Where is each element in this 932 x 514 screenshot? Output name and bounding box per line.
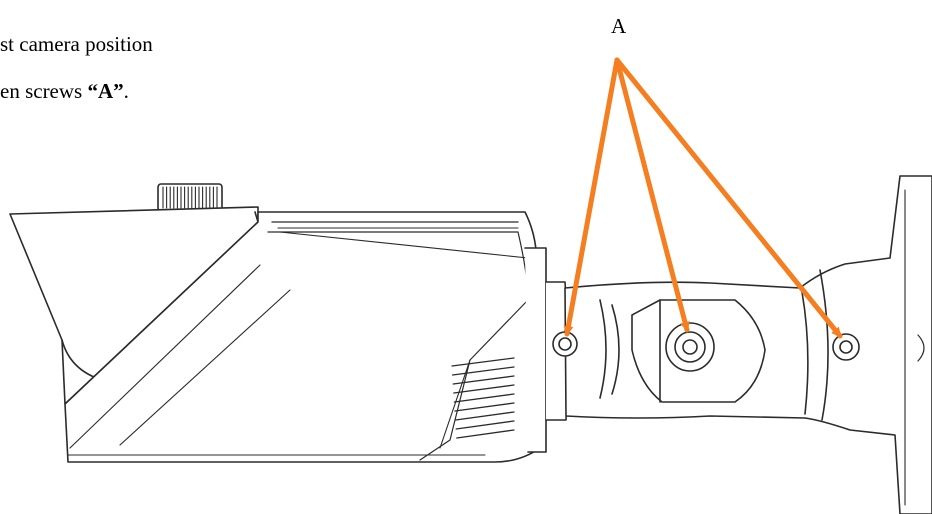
screw-left — [552, 331, 578, 357]
arrow-to-left-screw — [563, 57, 620, 337]
vent-fin — [454, 411, 515, 421]
vent-fin — [451, 357, 515, 367]
adjustment-knob — [157, 183, 223, 212]
callout-arrows — [563, 57, 843, 339]
vent-fin — [456, 429, 515, 439]
screw-middle — [665, 322, 715, 372]
vent-fin — [455, 420, 515, 430]
instruction-line-1: st camera position — [0, 34, 153, 55]
arrow-to-middle-screw — [614, 57, 690, 333]
camera-housing — [64, 211, 541, 463]
vent-fin — [452, 375, 515, 385]
instruction-text: st camera position — [0, 32, 153, 56]
screw-right — [832, 333, 860, 361]
arrow-to-right-screw — [614, 57, 843, 339]
instruction-punctuation: . — [123, 79, 129, 103]
vent-fins — [451, 357, 515, 439]
callout-label: A — [611, 14, 627, 38]
instruction-text: en screws — [0, 79, 88, 103]
instruction-line-2: en screws “A”. — [0, 81, 129, 102]
vent-fin — [453, 384, 515, 394]
vent-fin — [453, 393, 515, 403]
vent-fin — [451, 366, 515, 376]
vent-fin — [454, 402, 515, 412]
screw-reference: “A” — [87, 79, 124, 103]
